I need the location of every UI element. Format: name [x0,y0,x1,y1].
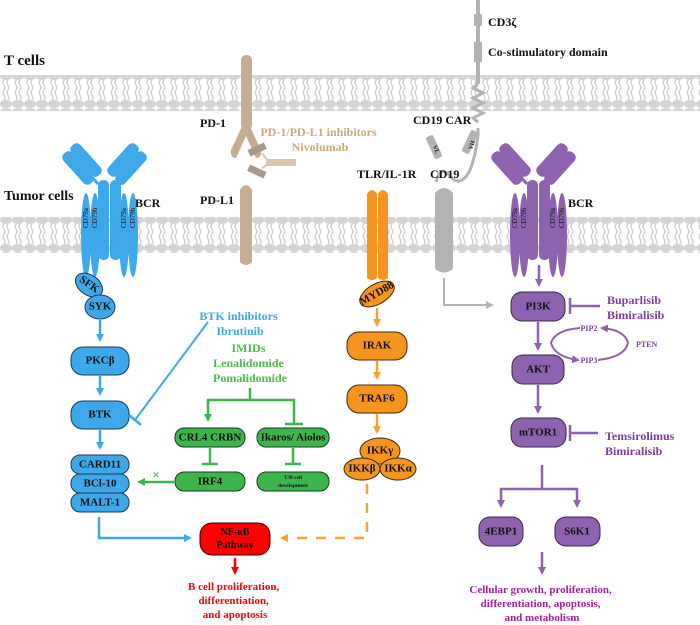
svg-text:NF-κB: NF-κB [221,527,250,538]
card11-node: CARD11 [70,454,130,475]
svg-text:AKT: AKT [526,364,551,376]
arrow-ikk-nfkb-dashed [280,484,369,542]
imids-inhibit-line [250,398,296,424]
cd79b-label: CD79b [129,207,137,228]
imids-label: IMIDs Lenalidomide Pomalidomide [213,341,288,385]
tlr-receptor [367,190,388,280]
syk-node: SYK [84,294,116,320]
irak-node: IRAK [346,331,408,361]
svg-text:PKCβ: PKCβ [85,355,114,367]
svg-text:CRL4 CRBN: CRL4 CRBN [179,432,242,444]
btk-inhibitors-label: BTK inhibitors Ibrutinib [199,309,280,338]
svg-text:T/B cell: T/B cell [284,475,303,481]
svg-text:IKKβ: IKKβ [348,463,375,475]
sfk-node: SFK [74,272,104,298]
pip2-label: PIP2 [581,324,598,333]
svg-text:mTOR1: mTOR1 [519,427,557,439]
cd79a-label: CD79a [82,207,90,228]
akt-node: AKT [511,354,565,385]
pip-cycle [549,324,630,364]
svg-text:IKKγ: IKKγ [367,445,394,457]
blocked-x-mark: × [152,467,159,482]
pip3-label: PIP3 [581,356,598,365]
svg-text:Ikaros/ Aiolos: Ikaros/ Aiolos [261,432,327,444]
bcl10-node: BCl-10 [70,473,130,494]
tb-cell-development-node: T/B cell development [256,471,330,492]
pd1-label: PD-1 [200,116,226,130]
vl-label: VL [431,145,439,155]
nfkb-outcome-label: B cell proliferation, differentiation, a… [188,581,282,621]
crl4-crbn-node: CRL4 CRBN [174,427,246,448]
pten-label: PTEN [636,340,658,349]
ikk-alpha-node: IKKα [379,457,417,481]
cd79b-label: CD79b [91,207,99,228]
pi3k-node: PI3K [510,291,566,322]
svg-text:4EBP1: 4EBP1 [485,526,517,538]
svg-text:PI3K: PI3K [525,301,551,313]
cellular-outcome-label: Cellular growth, proliferation, differen… [469,584,614,624]
svg-text:BCl-10: BCl-10 [84,478,118,490]
cd19-car-label: CD19 CAR [413,113,472,127]
cd19-receptor [435,188,453,273]
pi3k-inhibitors-label: Buparlisib Bimiralisib [607,293,665,322]
ikaros-aiolos-node: Ikaros/ Aiolos [256,427,330,448]
pd-inhibitors-label: PD-1/PD-L1 inhibitors Nivolumab [260,125,379,154]
bcr-receptor-right [491,143,576,277]
bcr-label-left: BCR [135,196,161,210]
irf4-node: IRF4 [174,471,246,492]
cd79a-label: CD79a [120,207,128,228]
cd79b-label: CD79b [558,207,566,228]
arrow-malt1-nfkb [97,517,192,542]
mtor1-node: mTOR1 [510,417,567,448]
t-cell-membrane [0,75,700,111]
traf6-node: TRAF6 [346,384,408,414]
imids-branch-line [204,388,252,422]
vh-label: VH [468,140,477,151]
svg-text:Pathway: Pathway [216,540,253,551]
pdl1-label: PD-L1 [200,193,234,207]
btk-node: BTK [70,400,130,430]
svg-text:BTK: BTK [88,409,112,421]
cd19-car [425,0,487,183]
costim-label: Co-stimulatory domain [488,45,608,59]
tumor-cells-label: Tumor cells [4,189,74,204]
cd3z-label: CD3ζ [488,15,517,29]
t-cells-label: T cells [4,53,45,69]
svg-text:IKKα: IKKα [384,463,412,475]
svg-text:MALT-1: MALT-1 [80,497,120,509]
svg-text:IRAK: IRAK [363,340,392,352]
tlr-label: TLR/IL-1R [357,167,417,181]
nfkb-node: NF-κB Pathway [199,522,271,556]
mtor1-branch-line [497,465,544,508]
4ebp1-node: 4EBP1 [478,516,524,547]
cd79a-label: CD79a [511,207,519,228]
svg-text:TRAF6: TRAF6 [359,393,395,405]
pd-antibody [247,142,296,179]
cd79b-label: CD79b [520,207,528,228]
pkcb-node: PKCβ [70,346,130,376]
mtor1-branch-line-right [542,487,581,508]
svg-text:S6K1: S6K1 [564,526,590,538]
malt1-node: MALT-1 [70,492,130,513]
cd79a-label: CD79a [549,207,557,228]
svg-text:development: development [278,483,308,489]
btk-inhibition-bar [128,414,142,426]
btk-inhibition-line [134,321,209,421]
pdl1-receptor [240,185,252,265]
s6k1-node: S6K1 [554,516,601,547]
svg-text:SYK: SYK [89,301,112,313]
mtor-inhibitors-label: Temsirolimus Bimiralisib [605,429,677,458]
svg-text:CARD11: CARD11 [79,459,121,471]
bcr-label-right: BCR [568,196,594,210]
ikk-gamma-node: IKKγ [359,437,401,465]
bcr-receptor-left [62,143,147,277]
ikk-beta-node: IKKβ [343,457,381,481]
myd88-node: MYD88 [358,279,397,308]
svg-text:IRF4: IRF4 [198,476,223,488]
arrow-cd19-pi3k [443,278,494,309]
cd19-label: CD19 [430,167,459,181]
